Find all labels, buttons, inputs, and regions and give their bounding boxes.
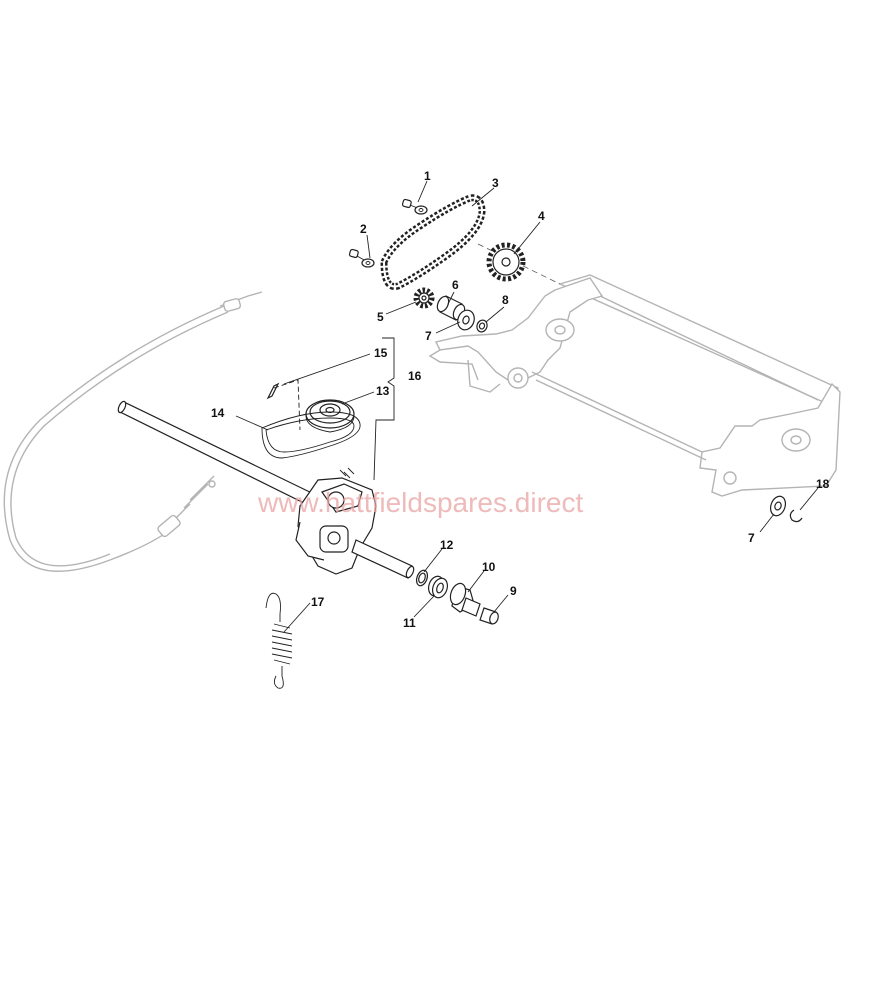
bolt-part-2 [348, 248, 375, 268]
callout-9: 9 [510, 584, 517, 598]
pulley-part-13 [305, 399, 355, 433]
ring-part-12 [415, 569, 429, 587]
callout-15: 15 [374, 346, 388, 360]
callout-18: 18 [816, 477, 830, 491]
bush-part-9 [479, 607, 499, 625]
key-part-15 [266, 379, 301, 431]
callout-17: 17 [311, 595, 325, 609]
group-bracket-16 [373, 337, 395, 481]
roller-frame [428, 274, 841, 497]
callout-4: 4 [538, 209, 545, 223]
spring-part-17 [265, 592, 293, 689]
bearing-part-11 [427, 575, 449, 599]
callout-7-upper: 7 [425, 329, 432, 343]
watermark-text: www.hattfieldspares.direct [257, 487, 583, 518]
chain-part-3 [380, 194, 486, 290]
callout-14: 14 [211, 406, 225, 420]
callout-16: 16 [408, 369, 422, 383]
belt-part-14 [261, 411, 361, 459]
callout-labels: 1 2 3 4 5 6 7 8 9 10 11 12 13 14 15 16 1… [211, 169, 830, 630]
callout-6: 6 [452, 278, 459, 292]
bush-part-6 [436, 295, 466, 321]
control-cable [3, 291, 263, 572]
sprocket-part-4 [486, 242, 526, 282]
pinion-part-10 [449, 582, 481, 617]
callout-5: 5 [377, 310, 384, 324]
circlip-part-8 [476, 319, 488, 333]
callout-12: 12 [440, 538, 454, 552]
callout-11: 11 [403, 616, 416, 630]
gearbox [295, 467, 415, 579]
callout-1: 1 [424, 169, 431, 183]
clip-part-18 [789, 509, 803, 523]
sprocket-part-5 [413, 287, 435, 309]
callout-3: 3 [492, 176, 499, 190]
washer-part-7-upper [457, 309, 475, 331]
washer-part-7-lower [769, 495, 787, 517]
callout-13: 13 [376, 384, 390, 398]
callout-8: 8 [502, 293, 509, 307]
callout-2: 2 [360, 222, 367, 236]
bolt-part-1 [401, 198, 428, 215]
leader-lines [235, 180, 819, 633]
callout-7-lower: 7 [748, 531, 755, 545]
callout-10: 10 [482, 560, 496, 574]
